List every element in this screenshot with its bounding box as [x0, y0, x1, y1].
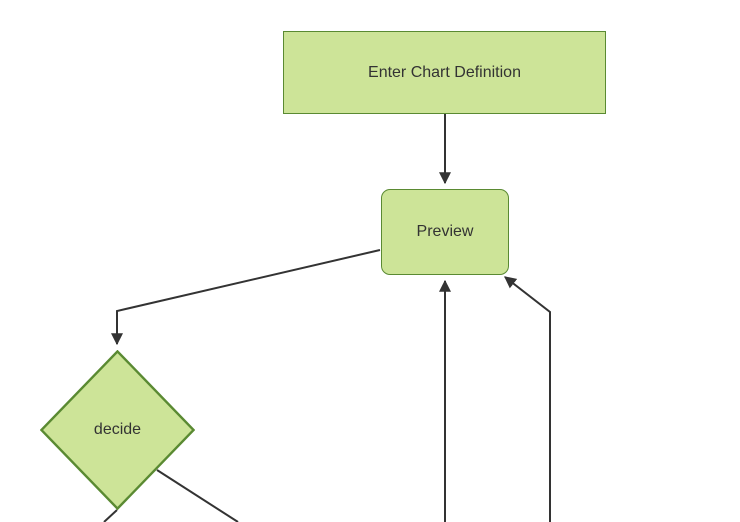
diamond-shape — [40, 350, 195, 510]
diamond-label-wrap: decide — [40, 350, 195, 510]
node-label: Enter Chart Definition — [368, 63, 521, 81]
edge-decide-down-right — [156, 469, 239, 522]
node-preview[interactable]: Preview — [381, 189, 509, 275]
edge-preview-decide — [111, 249, 381, 346]
node-label: decide — [93, 421, 142, 438]
node-label: Preview — [416, 223, 474, 240]
edge-decide-down-left — [103, 509, 118, 522]
node-enter-chart-definition[interactable]: Enter Chart Definition — [283, 31, 606, 114]
node-decide[interactable]: decide — [40, 350, 195, 510]
edge-offscreen-right-preview — [504, 276, 551, 522]
